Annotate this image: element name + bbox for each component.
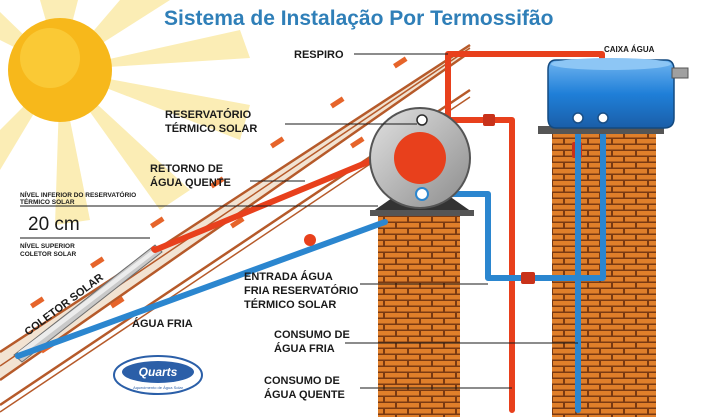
- label-nivel-superior-2: COLETOR SOLAR: [20, 251, 77, 258]
- label-entrada-1: ENTRADA ÁGUA: [244, 270, 333, 283]
- sun-highlight: [20, 28, 80, 88]
- label-distance: 20 cm: [28, 214, 80, 235]
- label-entrada-3: TÉRMICO SOLAR: [244, 298, 336, 311]
- thermal-reservoir: [369, 107, 474, 216]
- label-nivel-inferior-2: TÉRMICO SOLAR: [20, 197, 75, 206]
- label-reservatorio-2: TÉRMICO SOLAR: [165, 122, 257, 135]
- cold-valve: [304, 234, 316, 246]
- label-retorno-1: RETORNO DE: [150, 163, 223, 175]
- label-retorno-2: ÁGUA QUENTE: [150, 176, 231, 189]
- company-logo: Quarts Aquecimento de Água Solar: [113, 355, 203, 395]
- label-agua-fria: ÁGUA FRIA: [132, 317, 193, 330]
- label-nivel-inferior-1: NÍVEL INFERIOR DO RESERVATÓRIO: [20, 190, 136, 199]
- leader-lines: [20, 53, 578, 389]
- label-nivel-superior-1: NÍVEL SUPERIOR: [20, 241, 75, 250]
- hot-valve: [483, 114, 495, 126]
- label-consumo-quente-1: CONSUMO DE: [264, 375, 340, 387]
- label-reservatorio-1: RESERVATÓRIO: [165, 108, 252, 121]
- water-tank: [538, 58, 689, 134]
- left-pillar: [378, 213, 460, 417]
- cold-valve-right: [521, 272, 535, 284]
- title: Sistema de Instalação Por Termossifão: [164, 7, 553, 30]
- logo-text: Quarts: [139, 365, 178, 379]
- logo-tagline: Aquecimento de Água Solar: [133, 385, 183, 390]
- label-respiro: RESPIRO: [294, 49, 344, 61]
- label-consumo-fria-1: CONSUMO DE: [274, 329, 350, 341]
- label-consumo-fria-2: ÁGUA FRIA: [274, 342, 335, 355]
- label-caixa-agua: CAIXA ÁGUA: [604, 45, 655, 54]
- label-consumo-quente-2: ÁGUA QUENTE: [264, 388, 345, 401]
- label-entrada-2: FRIA RESERVATÓRIO: [244, 284, 359, 297]
- cold-water-pipes: [15, 115, 606, 413]
